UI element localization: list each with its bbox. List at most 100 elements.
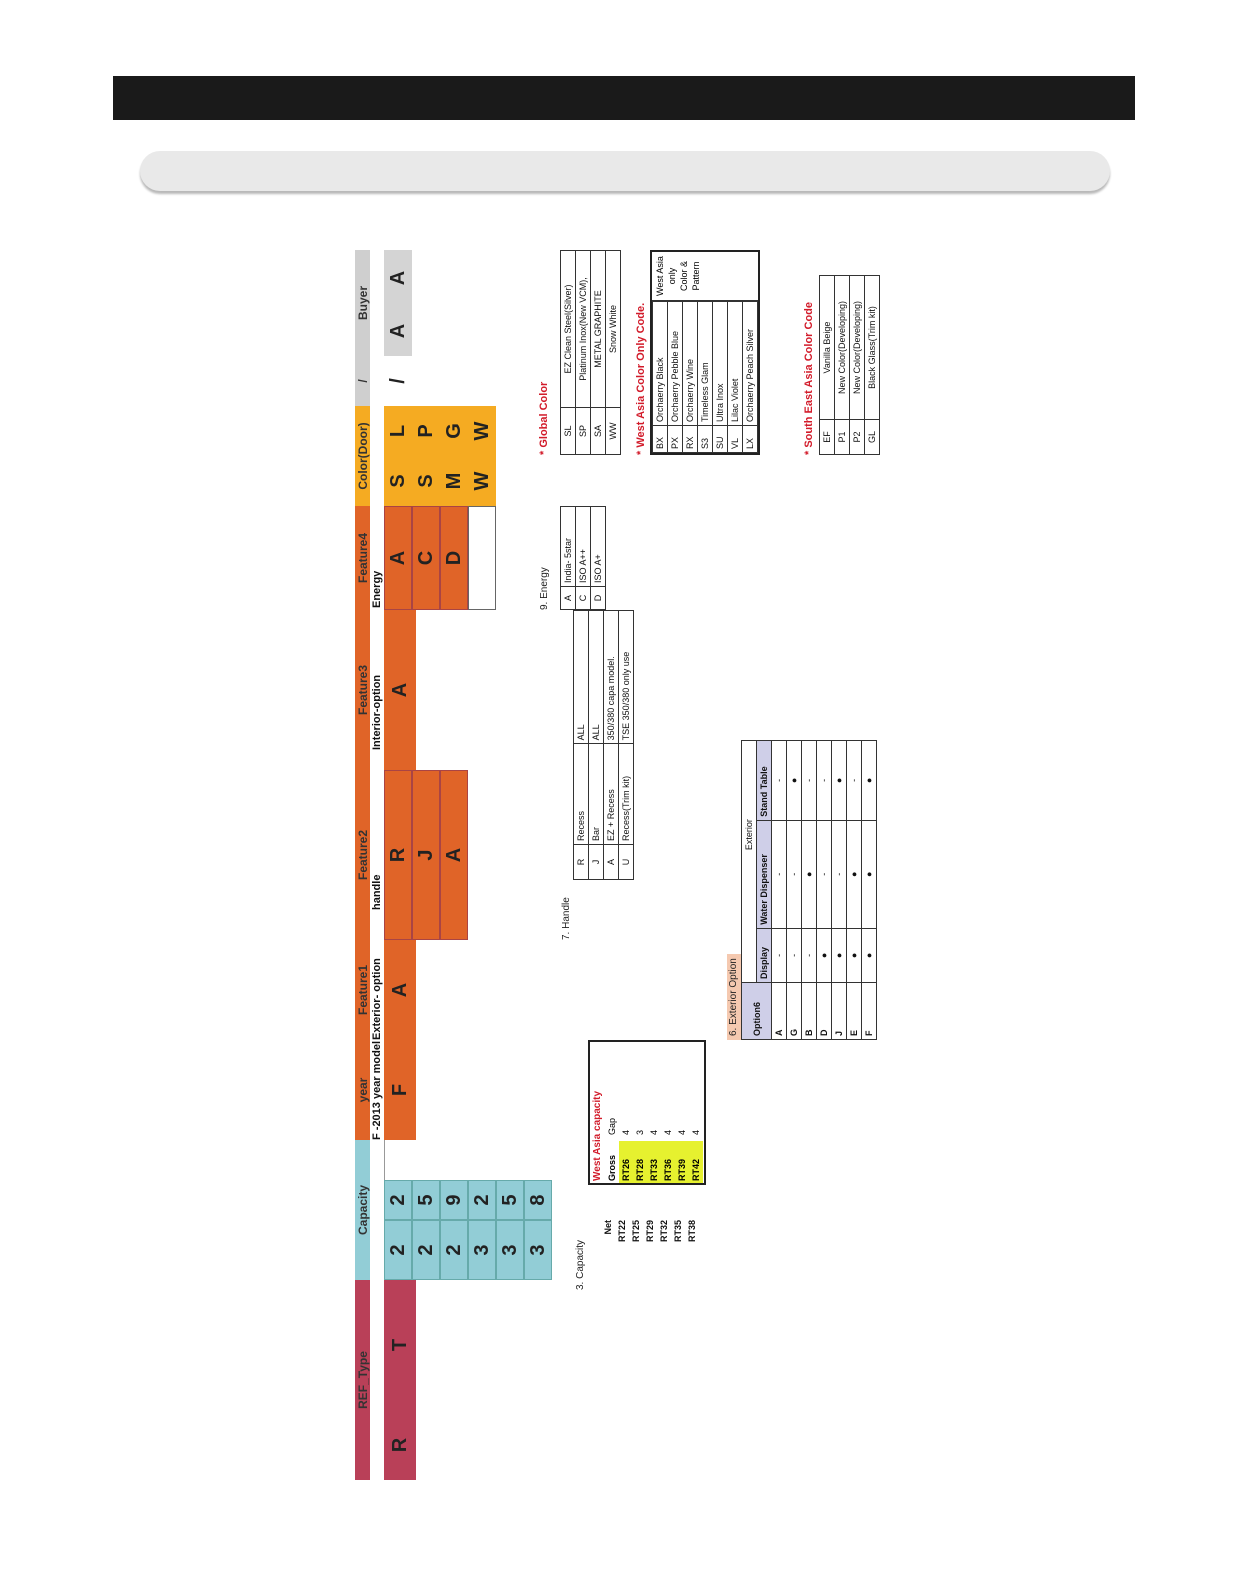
col-header-buyer: Buyer [355,250,370,356]
capacity-digit: 3 [524,1220,552,1280]
capacity-digit: 2 [384,1180,412,1220]
col-header-year: year [355,1040,370,1140]
color-code: BX [652,425,668,453]
buyer-code: A [384,250,412,306]
feature4-code: C [412,506,440,610]
capacity-digit: 2 [440,1220,468,1280]
capacity-net-list: Net RT22 RT25 RT29 RT32 RT35 RT38 [601,1220,699,1290]
exterior-header-display: Display [756,928,772,983]
exterior-water-cell: ● [846,820,862,929]
rotated-code-chart: REF_Type Capacity year Feature1 Feature2… [355,250,935,1480]
gross-value: RT39 [675,1141,689,1183]
color-name: Black Glass(Trim kit) [864,275,880,420]
exterior-code: A [771,982,787,1040]
gap-value: 3 [635,1129,645,1135]
color-name: Lilac Violet [727,301,743,426]
feature2-code: R [384,770,412,940]
handle-type: EZ + Recess [603,743,619,845]
west-asia-capacity-title: West Asia capacity [592,1090,603,1181]
color-code: P2 [849,419,865,455]
energy-title: 9. Energy [539,567,550,610]
exterior-display-cell: ● [861,928,877,983]
gross-value: RT33 [647,1141,661,1183]
capacity-note-title: 3. Capacity [575,1239,586,1290]
handle-title: 7. Handle [561,897,572,940]
sub-header-feature3: Interior-option [371,674,383,750]
energy-code: A [560,586,576,610]
exterior-stand-cell: - [801,740,817,821]
capacity-digit: 8 [524,1180,552,1220]
gap-value: 4 [649,1129,659,1135]
feature4-empty-cell [468,506,496,610]
gap-value: 4 [691,1129,701,1135]
feature3-code: A [384,610,416,770]
handle-usage: 350/380 capa model. [603,610,619,744]
gap-value: 4 [621,1129,631,1135]
color-code: SU [712,425,728,453]
slash-separator: / [384,356,412,406]
buyer-code: A [384,306,412,356]
color-name: Snow White [605,250,621,408]
exterior-header-stand: Stand Table [756,740,772,821]
handle-code: R [573,844,589,880]
west-asia-color-note: West Asia only Color & Pattern [652,252,758,301]
capacity-digit: 5 [412,1180,440,1220]
color-code: LX [742,425,758,453]
feature4-code: D [440,506,468,610]
table-row: A--- [771,740,787,1040]
exterior-stand-cell: ● [861,740,877,821]
exterior-option-table: Option6 Exterior Display Water Dispenser… [741,740,877,1040]
sub-header-feature1: Exterior- option [371,958,383,1040]
color-name: Orchaerry Wine [682,301,698,426]
gross-value: RT28 [633,1141,647,1183]
capacity-digit: 2 [468,1180,496,1220]
handle-type: Recess(Trim kit) [618,743,634,845]
exterior-code: E [846,982,862,1040]
exterior-code: J [831,982,847,1040]
feature2-code: J [412,770,440,940]
west-capacity-row: RT42 4 [689,1042,703,1183]
handle-type: Bar [588,743,604,845]
global-color-title: * Global Color [538,381,550,455]
col-header-feature1: Feature1 [355,940,370,1040]
exterior-display-cell: ● [816,928,832,983]
note-line: Pattern [691,261,701,291]
west-capacity-header-row: Gross Gap [605,1042,619,1183]
exterior-code: F [861,982,877,1040]
color-name: Orchaerry Peach Silver [742,301,758,426]
gross-value: RT42 [689,1141,703,1183]
energy-code: D [590,586,606,610]
exterior-water-cell: - [831,820,847,929]
color-door-code: S [412,456,440,506]
color-code: WW [605,407,621,455]
year-code: F [384,1040,416,1140]
capacity-digit: 5 [496,1180,524,1220]
handle-code: A [603,844,619,880]
net-item: RT22 [617,1220,627,1243]
table-row: J●-● [831,740,847,1040]
note-line: only [667,267,677,285]
energy-desc: India- 5star [560,506,576,587]
color-door-code: G [440,406,468,456]
exterior-stand-cell: - [846,740,862,821]
color-code: SA [590,407,606,455]
col-header-feature2: Feature2 [355,770,370,940]
col-header-feature3: Feature3 [355,610,370,770]
